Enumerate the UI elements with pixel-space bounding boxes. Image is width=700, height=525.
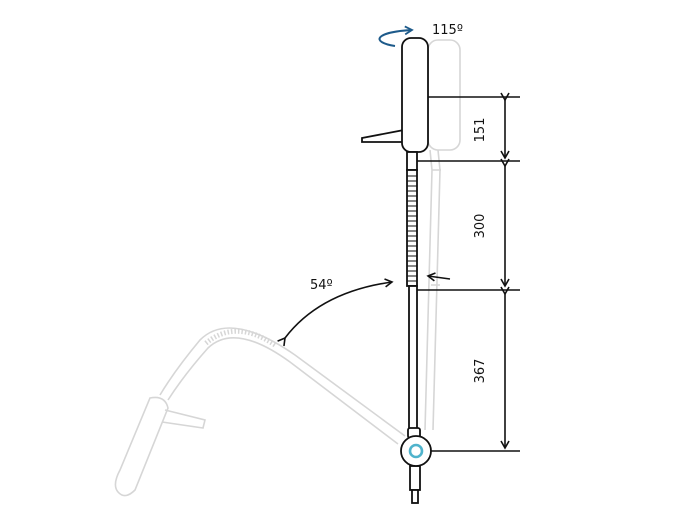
dimension-label-367: 367 [473, 359, 488, 384]
ghost-tilted-lamp [114, 327, 406, 497]
lamp-joint [400, 435, 432, 467]
lamp-pole [408, 285, 418, 431]
rotation-label: 115º [432, 23, 463, 38]
lamp [361, 37, 432, 504]
tilt-arrow-icon [277, 278, 394, 347]
tilt-label: 54º [310, 278, 333, 293]
lamp-plug [411, 489, 419, 504]
dimension-label-151: 151 [473, 118, 488, 143]
joint-ring [408, 443, 424, 459]
lamp-handle [361, 128, 405, 143]
lamp-neck [406, 151, 418, 171]
lamp-head [401, 37, 429, 153]
pointer-arrow-icon [426, 272, 451, 282]
gooseneck-ridges [407, 175, 417, 282]
lamp-stem [409, 465, 421, 491]
rotation-arrow-icon [378, 25, 414, 47]
dimension-lines [417, 92, 520, 452]
ghost-rotated-lamp [424, 39, 461, 431]
gooseneck [406, 169, 418, 287]
dimension-label-300: 300 [473, 214, 488, 239]
